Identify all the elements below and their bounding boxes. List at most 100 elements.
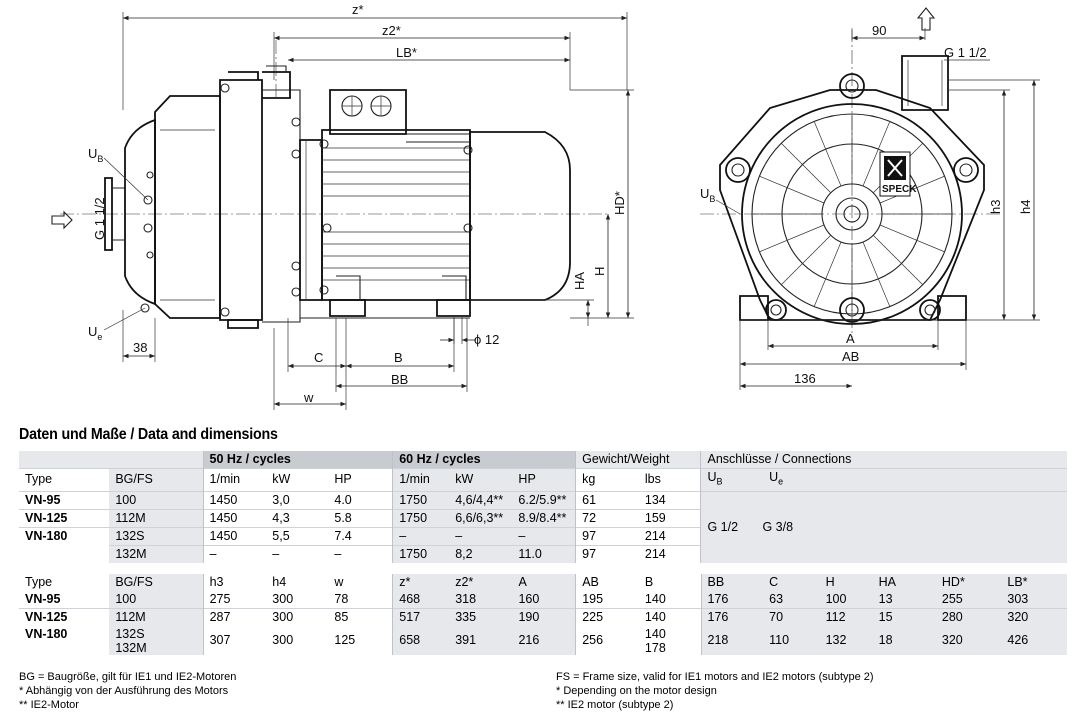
dim-col-header: h3 <box>202 574 267 591</box>
col-rpm50: 1/min <box>202 468 267 491</box>
dim-col-header: BB <box>700 574 764 591</box>
dim-cell: 63 <box>763 591 820 609</box>
dim-cell: VN-95 <box>19 591 110 609</box>
weight-header: Gewicht/Weight <box>575 451 701 469</box>
front-view: 90 G 1 1/2 <box>700 7 1040 390</box>
discharge-connection-label: G 1 1/2 <box>944 45 987 60</box>
dim-cell: 176 <box>700 591 764 609</box>
dim-h-label: H <box>592 267 607 276</box>
dim-cell: 280 <box>935 608 1002 626</box>
dim-col-header: H <box>819 574 873 591</box>
ub-left-label: UB <box>88 146 103 164</box>
dim-col-header: B <box>644 575 654 589</box>
dim-col-header: Type <box>19 574 110 591</box>
dim-cell: 112M <box>109 608 204 626</box>
discharge-arrow-icon <box>916 7 936 31</box>
dim-phi12-label: ϕ 12 <box>474 332 499 347</box>
dim-col-header: z* <box>392 574 450 591</box>
dim-cell: 140 <box>638 608 702 626</box>
group-header-row: 50 Hz / cycles 60 Hz / cycles Gewicht/We… <box>19 451 1067 469</box>
dim-ab-label: AB <box>842 349 859 364</box>
col-kg: kg <box>575 468 639 491</box>
dim-col-header: A <box>512 574 576 591</box>
col-hp50: HP <box>328 468 393 491</box>
hz50-header: 50 Hz / cycles <box>202 451 393 469</box>
dim-cell: 300 <box>272 592 294 606</box>
col-kw60: kW <box>449 468 513 491</box>
col-lbs: lbs <box>638 468 701 491</box>
dim-cell: 100 <box>819 591 873 609</box>
dimension-drawing: z* z2* LB* <box>51 2 1040 410</box>
dim-z2-label: z2* <box>382 23 401 38</box>
dim-cell: 15 <box>872 608 936 626</box>
dim-cell: 70 <box>763 608 820 626</box>
dim-c-label: C <box>314 350 323 365</box>
section-heading: Daten und Maße / Data and dimensions <box>19 426 278 443</box>
dim-cell: 335 <box>449 608 513 626</box>
dim-col-header: LB* <box>1001 574 1067 591</box>
dim-cell: 287 <box>202 608 267 626</box>
conn-ue-value: G 3/8 <box>762 519 794 534</box>
footnotes-german: BG = Baugröße, gilt für IE1 und IE2-Moto… <box>19 671 237 711</box>
dim-cell: 517 <box>392 608 450 626</box>
col-type: Type <box>19 468 110 491</box>
dim-cell: VN-125 <box>19 608 110 626</box>
ue-label: Ue <box>88 324 102 342</box>
dim-bb-label: BB <box>391 372 408 387</box>
dim-cell: 195 <box>575 591 639 609</box>
dim-cell: 275 <box>202 591 267 609</box>
dim-90-label: 90 <box>872 23 886 38</box>
dim-lb-label: LB* <box>396 45 417 60</box>
dim-w-label: w <box>303 390 314 405</box>
col-hp60: HP <box>512 468 576 491</box>
dim-cell: 255 <box>935 591 1002 609</box>
hz60-header: 60 Hz / cycles <box>392 451 576 469</box>
col-ub: UB <box>700 468 764 491</box>
performance-table: 50 Hz / cycles 60 Hz / cycles Gewicht/We… <box>19 451 1067 563</box>
side-view: z* z2* LB* <box>51 2 634 410</box>
dim-cell: 320 <box>1001 608 1067 626</box>
dim-cell: 318 <box>449 591 513 609</box>
dim-col-header: HA <box>872 574 936 591</box>
dim-cell: 100 <box>109 591 204 609</box>
dim-cell: 300 <box>266 608 329 626</box>
dim-cell: 13 <box>872 591 936 609</box>
col-rpm60: 1/min <box>392 468 450 491</box>
table-row: VN-180 132S 1450 5,5 7.4 – – – 97 214 <box>19 526 1067 545</box>
dim-cell: 140 <box>644 592 666 606</box>
dim-cell: 176 <box>700 608 764 626</box>
table-row: VN-125 112M 1450 4,3 5.8 1750 6,6/6,3** … <box>19 508 1067 527</box>
dim-cell: 225 <box>575 608 639 626</box>
col-ue: Ue <box>763 468 820 491</box>
dim-col-header: w <box>334 575 344 589</box>
dim-cell: 112 <box>819 608 873 626</box>
col-bgfs: BG/FS <box>109 468 204 491</box>
dim-cell: 85 <box>328 608 393 626</box>
dim-cell: 468 <box>392 591 450 609</box>
dim-h4-label: h4 <box>1018 200 1033 214</box>
dim-cell: 160 <box>512 591 576 609</box>
dim-b-label: B <box>394 350 403 365</box>
suction-connection-label: G 1 1/2 <box>92 197 107 240</box>
dim-136-label: 136 <box>794 371 816 386</box>
table-row: 132M – – – 1750 8,2 11.0 97 214 <box>19 544 1067 563</box>
connections-cell: G 1/2 G 3/8 <box>700 490 1067 563</box>
dim-a-label: A <box>846 331 855 346</box>
footnotes-english: FS = Frame size, valid for IE1 motors an… <box>556 671 874 711</box>
ub-right-label: UB <box>700 186 715 204</box>
col-kw50: kW <box>266 468 329 491</box>
dim-col-header: C <box>763 574 820 591</box>
conn-ub-value: G 1/2 <box>707 519 739 534</box>
dim-col-header: h4 <box>272 575 287 589</box>
dim-z-label: z* <box>352 2 364 17</box>
column-header-row: Type BG/FS 1/min kW HP 1/min kW HP kg lb… <box>19 468 1067 491</box>
suction-arrow-icon <box>51 210 73 230</box>
dim-h3-label: h3 <box>988 200 1003 214</box>
dim-ha-label: HA <box>572 272 587 290</box>
dim-cell: 78 <box>334 592 349 606</box>
